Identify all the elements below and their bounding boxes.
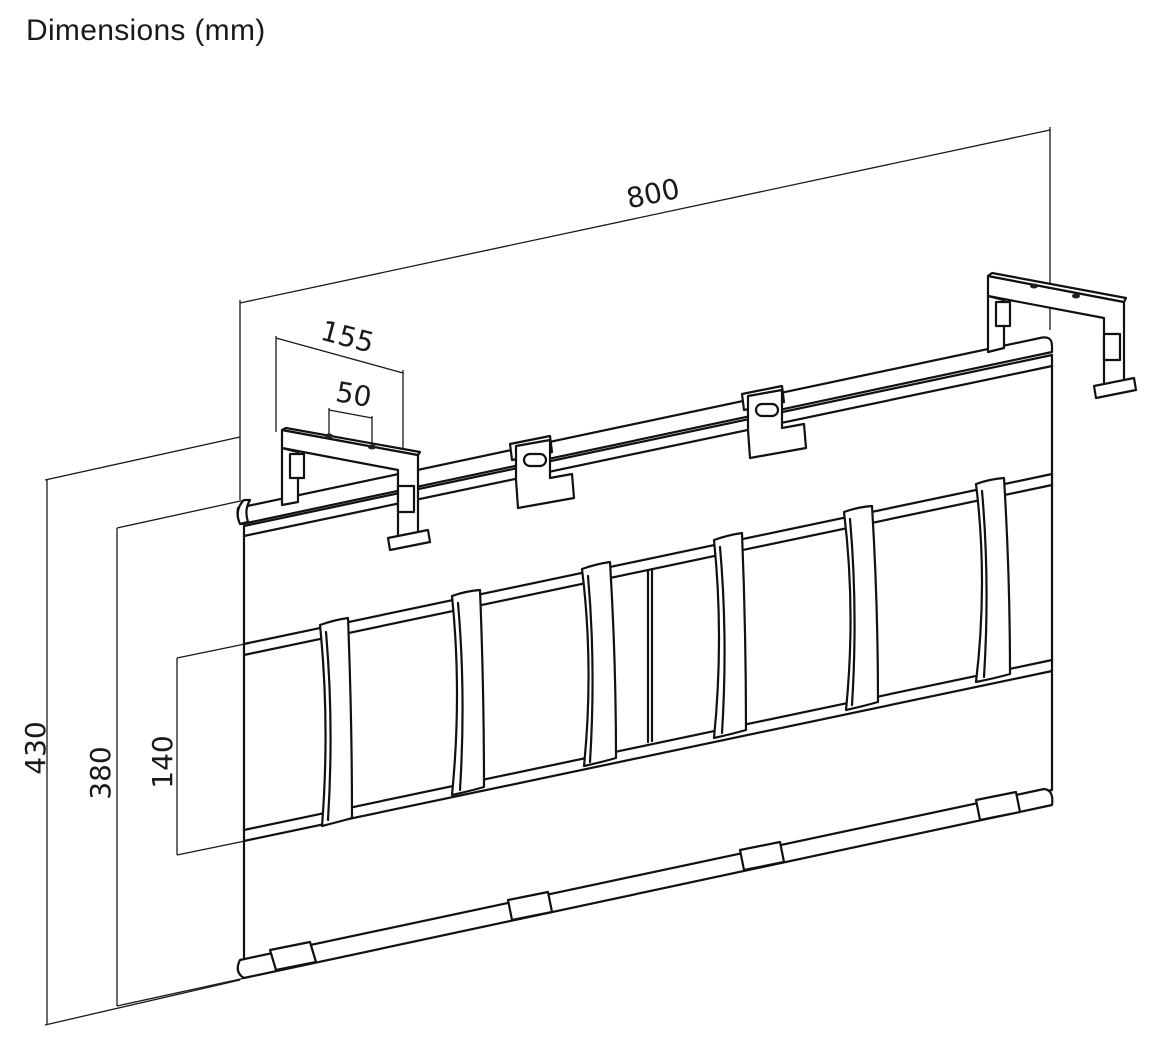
page-title: Dimensions (mm): [26, 14, 266, 47]
bracket-right-hole-1: [1030, 283, 1038, 289]
bracket-right-slot: [994, 300, 1012, 328]
dim-380-ext-bottom: [116, 977, 246, 1007]
strap-6: [974, 476, 1012, 684]
strap-2: [450, 588, 486, 797]
strap-1: [318, 616, 354, 828]
bracket-right-top-edge: [986, 271, 1128, 304]
dim-50-line: [328, 409, 373, 419]
strap-4: [712, 531, 748, 740]
cable-clip-2-slot: [754, 402, 780, 418]
panel-top-edge: [242, 364, 1054, 538]
bottom-rail: [236, 787, 1054, 980]
bracket-left-hole-2: [368, 444, 376, 450]
dim-380-label: 380: [84, 746, 117, 799]
cable-clip-1: [514, 438, 576, 510]
cable-clip-1-slot: [522, 452, 548, 468]
dim-140-ext-top: [176, 643, 246, 659]
dim-155-line: [275, 337, 404, 374]
strap-4-inner: [718, 545, 726, 735]
strap-1-inner: [324, 630, 332, 822]
bracket-left-foot: [386, 528, 432, 552]
band-top-line: [242, 472, 1054, 646]
strap-5-inner: [848, 517, 856, 707]
band-bottom-line: [242, 658, 1054, 832]
dim-50-label: 50: [333, 375, 374, 414]
bracket-left-slot: [288, 452, 306, 480]
bracket-left-hole-1: [325, 433, 333, 439]
strap-2-inner: [456, 601, 464, 792]
bottom-clip-3: [738, 840, 786, 872]
bracket-right: [986, 271, 1138, 400]
dim-140-ext-bottom: [176, 840, 246, 856]
cable-clip-2: [746, 388, 808, 460]
dimension-lines: [44, 127, 1051, 1026]
bottom-clip-2: [506, 890, 554, 922]
bottom-clip-1: [268, 940, 318, 972]
dim-430-ext-top: [44, 436, 241, 481]
bracket-left-hook: [396, 484, 416, 514]
strap-3-inner: [586, 574, 594, 764]
bottom-clip-4: [974, 790, 1022, 822]
bracket-right-hook: [1102, 332, 1122, 362]
band-bottom-line-2: [242, 669, 1054, 843]
bracket-right-foot: [1092, 376, 1138, 400]
bottom-rail-tube: [236, 787, 1054, 980]
dim-430-label: 430: [19, 721, 52, 774]
dim-800-line: [239, 129, 1051, 304]
dim-140-label: 140: [146, 735, 179, 788]
bracket-left: [280, 426, 432, 552]
strap-6-inner: [980, 489, 988, 679]
top-rail-end-left: [236, 498, 252, 526]
dim-155-label: 155: [317, 314, 377, 360]
dim-430-ext-bottom: [44, 979, 241, 1026]
cable-straps: [318, 476, 1012, 828]
dim-800-label: 800: [623, 172, 682, 215]
bracket-right-hole-2: [1072, 293, 1080, 299]
dim-380-ext-top: [116, 499, 246, 529]
